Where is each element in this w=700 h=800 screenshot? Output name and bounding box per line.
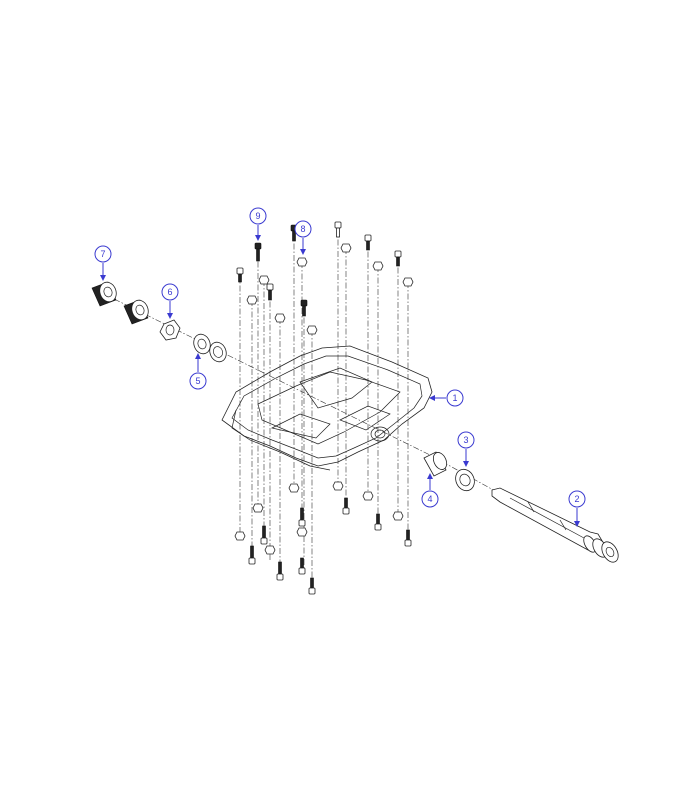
callout-9: 9 xyxy=(249,207,267,225)
pins-bottom xyxy=(248,497,412,595)
screw xyxy=(374,513,382,531)
bushing xyxy=(423,451,448,477)
callout-8: 8 xyxy=(294,220,312,238)
svg-text:6: 6 xyxy=(167,287,172,297)
pedal-body xyxy=(221,345,433,471)
callout-1: 1 xyxy=(446,389,464,407)
bearing-outer xyxy=(193,333,211,355)
screw xyxy=(394,250,402,267)
svg-text:3: 3 xyxy=(463,435,468,445)
screw xyxy=(298,557,306,575)
nuts-top xyxy=(246,243,414,335)
svg-text:9: 9 xyxy=(255,211,260,221)
svg-text:8: 8 xyxy=(300,224,305,234)
screw xyxy=(260,525,268,545)
svg-text:5: 5 xyxy=(195,376,200,386)
knurled-sleeve-left xyxy=(91,281,117,307)
screw xyxy=(308,577,316,595)
callouts: 1 2 3 4 5 6 7 8 9 xyxy=(94,207,586,527)
screw xyxy=(266,283,274,301)
nuts-bottom xyxy=(234,481,404,555)
callout-6: 6 xyxy=(161,283,179,301)
screw xyxy=(276,561,284,581)
screw xyxy=(404,529,412,547)
svg-text:4: 4 xyxy=(427,494,432,504)
screw xyxy=(300,299,308,317)
callout-5: 5 xyxy=(189,372,207,390)
callout-2: 2 xyxy=(568,490,586,508)
spindle xyxy=(491,487,619,563)
bearing-inner xyxy=(209,341,227,363)
callout-3: 3 xyxy=(457,431,475,449)
callout-7: 7 xyxy=(94,245,112,263)
screw xyxy=(364,234,372,251)
svg-text:1: 1 xyxy=(452,393,457,403)
svg-text:7: 7 xyxy=(100,249,105,259)
knurled-sleeve-right xyxy=(123,299,149,325)
svg-text:2: 2 xyxy=(574,494,579,504)
screw xyxy=(298,507,306,527)
screw xyxy=(334,221,342,238)
screw xyxy=(236,267,244,283)
seal-ring xyxy=(455,468,475,492)
screw xyxy=(254,242,262,262)
lock-nut xyxy=(159,319,181,341)
screw xyxy=(248,545,256,565)
screw xyxy=(342,497,350,515)
callout-4: 4 xyxy=(421,490,439,508)
